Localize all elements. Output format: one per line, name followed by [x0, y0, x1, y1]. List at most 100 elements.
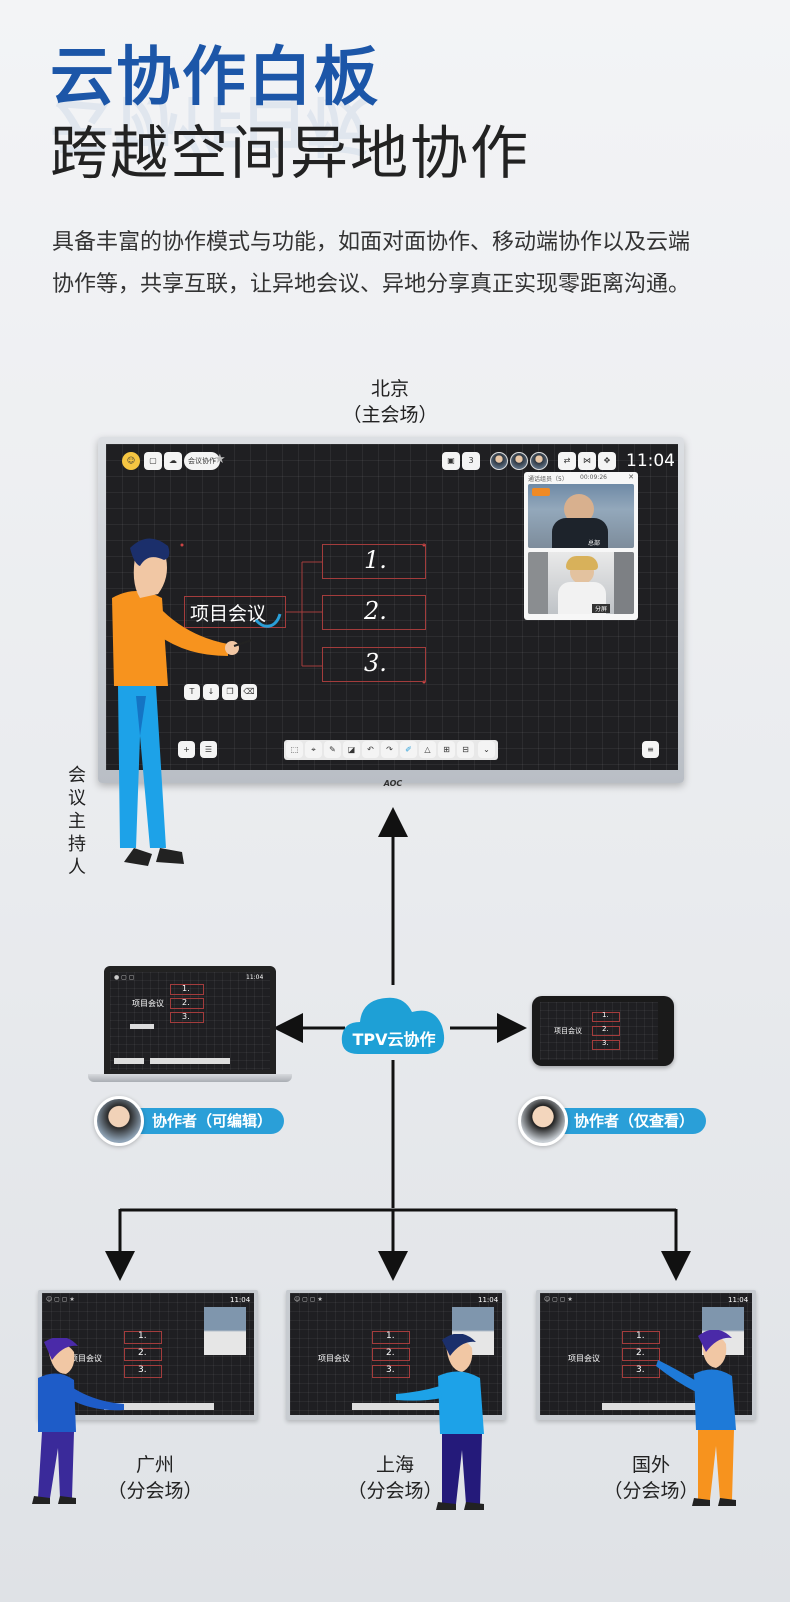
- branch-topic-guangzhou: 项目会议: [70, 1354, 102, 1363]
- phone-item-2: 2.: [602, 1025, 609, 1033]
- topic-text: 项目会议: [190, 603, 267, 625]
- select-tool-icon[interactable]: ⬚: [286, 741, 303, 758]
- participant-avatar: [510, 452, 528, 470]
- copy-icon[interactable]: ❐: [222, 684, 238, 700]
- sync-screen-icon[interactable]: ⇄: [558, 452, 576, 470]
- laptop-item-3: 3.: [182, 1012, 190, 1021]
- branch-clock-overseas: 11:04: [728, 1296, 749, 1304]
- branch-item-3: 3.: [386, 1365, 395, 1375]
- branch-item-1: 1.: [138, 1331, 147, 1341]
- branch-city: 国外: [631, 1454, 670, 1476]
- delete-icon[interactable]: ⌫: [241, 684, 257, 700]
- branch-item-2: 2.: [138, 1348, 147, 1358]
- laptop-screen[interactable]: ● ▢ ▢ 11:04 项目会议 1. 2. 3.: [110, 972, 270, 1070]
- branch-figure-guangzhou: [32, 1338, 124, 1504]
- main-site-city: 北京: [370, 378, 409, 400]
- new-page-icon[interactable]: ▢: [144, 452, 162, 470]
- redo-icon[interactable]: ↷: [381, 741, 398, 758]
- branch-label-overseas: 国外 （分会场）: [596, 1452, 706, 1504]
- main-site-label: 北京 （主会场）: [330, 376, 450, 428]
- phone-item-1: 1.: [602, 1011, 609, 1019]
- branch-item-2: 2.: [386, 1348, 395, 1358]
- branch-role: （分会场）: [107, 1480, 203, 1502]
- video-panel-title: 通话组员（5）: [528, 476, 568, 483]
- participant-avatar: [530, 452, 548, 470]
- page-add-icon[interactable]: +: [178, 741, 195, 758]
- pen-tool-icon[interactable]: ✎: [324, 741, 341, 758]
- main-whiteboard-screen[interactable]: ☺ ▢ ☁ 会议协作 ★ ▣ 3 ⇄ ⋈ ✥ 11:04 项目会议 1. 2. …: [106, 444, 678, 770]
- clock: 11:04: [626, 451, 675, 471]
- cloud-storage-icon[interactable]: ☁: [164, 452, 182, 470]
- download-icon[interactable]: ↓: [203, 684, 219, 700]
- move-icon[interactable]: ✥: [598, 452, 616, 470]
- laptop-item-2: 2.: [182, 998, 190, 1007]
- apps-icon[interactable]: ⊟: [457, 741, 474, 758]
- video-caption-split: 分屏: [592, 604, 611, 613]
- participant-avatar: [490, 452, 508, 470]
- star-icon[interactable]: ★: [214, 452, 226, 467]
- item-text-2: 2.: [364, 597, 387, 625]
- eraser-icon[interactable]: ◪: [343, 741, 360, 758]
- branch-label-guangzhou: 广州 （分会场）: [100, 1452, 210, 1504]
- text-tool-icon[interactable]: T: [184, 684, 200, 700]
- branch-role: （分会场）: [347, 1480, 443, 1502]
- page-list-icon[interactable]: ☰: [200, 741, 217, 758]
- cloud-label: TPV云协作: [352, 1030, 436, 1049]
- phone-item-3: 3.: [602, 1039, 609, 1047]
- presenter-label: 会议主持人: [68, 765, 86, 878]
- branch-item-3: 3.: [138, 1365, 147, 1375]
- branch-item-1: 1.: [636, 1331, 645, 1341]
- cloud-icon: [341, 997, 445, 1054]
- brand-logo: AOC: [383, 779, 403, 788]
- main-site-role: （主会场）: [342, 404, 438, 426]
- item-text-3: 3.: [364, 649, 387, 677]
- close-icon[interactable]: ✕: [628, 473, 634, 481]
- lasso-tool-icon[interactable]: ⌖: [305, 741, 322, 758]
- item-text-1: 1.: [364, 546, 387, 574]
- laptop-topic: 项目会议: [132, 999, 164, 1008]
- item-node-1[interactable]: [322, 544, 426, 579]
- presenter-figure: [112, 538, 253, 866]
- user-avatar-icon[interactable]: ☺: [122, 452, 140, 470]
- collaborator-avatar-view: [518, 1096, 568, 1146]
- video-caption-hq: 总部: [588, 540, 601, 547]
- topic-node[interactable]: [184, 596, 286, 628]
- branch-item-1: 1.: [386, 1331, 395, 1341]
- branch-clock-shanghai: 11:04: [478, 1296, 499, 1304]
- video-tile-split[interactable]: 分屏: [528, 552, 634, 614]
- active-pen-icon[interactable]: ✐: [400, 741, 417, 758]
- participant-count[interactable]: 3: [462, 452, 480, 470]
- collaborator-badge-view: 协作者（仅查看）: [548, 1108, 707, 1134]
- branch-item-3: 3.: [636, 1365, 645, 1375]
- item-node-3[interactable]: [322, 647, 426, 682]
- display-brand: AOC: [378, 771, 408, 790]
- menu-icon[interactable]: ≡: [642, 741, 659, 758]
- share-icon[interactable]: ⋈: [578, 452, 596, 470]
- video-tile-hq[interactable]: 总部: [528, 484, 634, 548]
- branch-topic-overseas: 项目会议: [568, 1354, 600, 1363]
- video-panel-time: 00:09:26: [580, 474, 607, 481]
- branch-role: （分会场）: [603, 1480, 699, 1502]
- phone-screen[interactable]: 项目会议 1. 2. 3.: [540, 1002, 658, 1060]
- laptop-base: [88, 1074, 292, 1082]
- shape-tool-icon[interactable]: △: [419, 741, 436, 758]
- collab-mode-pill[interactable]: 会议协作: [184, 452, 220, 470]
- mindmap-connectors: [180, 543, 426, 684]
- branch-topic-shanghai: 项目会议: [318, 1354, 350, 1363]
- branch-city: 广州: [135, 1454, 174, 1476]
- branch-figure-overseas: [656, 1330, 736, 1506]
- undo-icon[interactable]: ↶: [362, 741, 379, 758]
- minimize-icon[interactable]: ⌄: [478, 741, 495, 758]
- page-description: 具备丰富的协作模式与功能，如面对面协作、移动端协作以及云端协作等，共享互联，让异…: [52, 230, 691, 297]
- video-call-panel[interactable]: 通话组员（5） 00:09:26 ✕ 总部 分屏: [524, 472, 638, 620]
- item-node-2[interactable]: [322, 595, 426, 630]
- branch-figure-shanghai: [396, 1334, 484, 1510]
- laptop-item-1: 1.: [182, 984, 190, 993]
- display-mode-icon[interactable]: ▣: [442, 452, 460, 470]
- branch-city: 上海: [375, 1454, 414, 1476]
- insert-icon[interactable]: ⊞: [438, 741, 455, 758]
- branch-clock-guangzhou: 11:04: [230, 1296, 251, 1304]
- branch-item-2: 2.: [636, 1348, 645, 1358]
- page-subtitle: 跨越空间异地协作: [50, 119, 531, 187]
